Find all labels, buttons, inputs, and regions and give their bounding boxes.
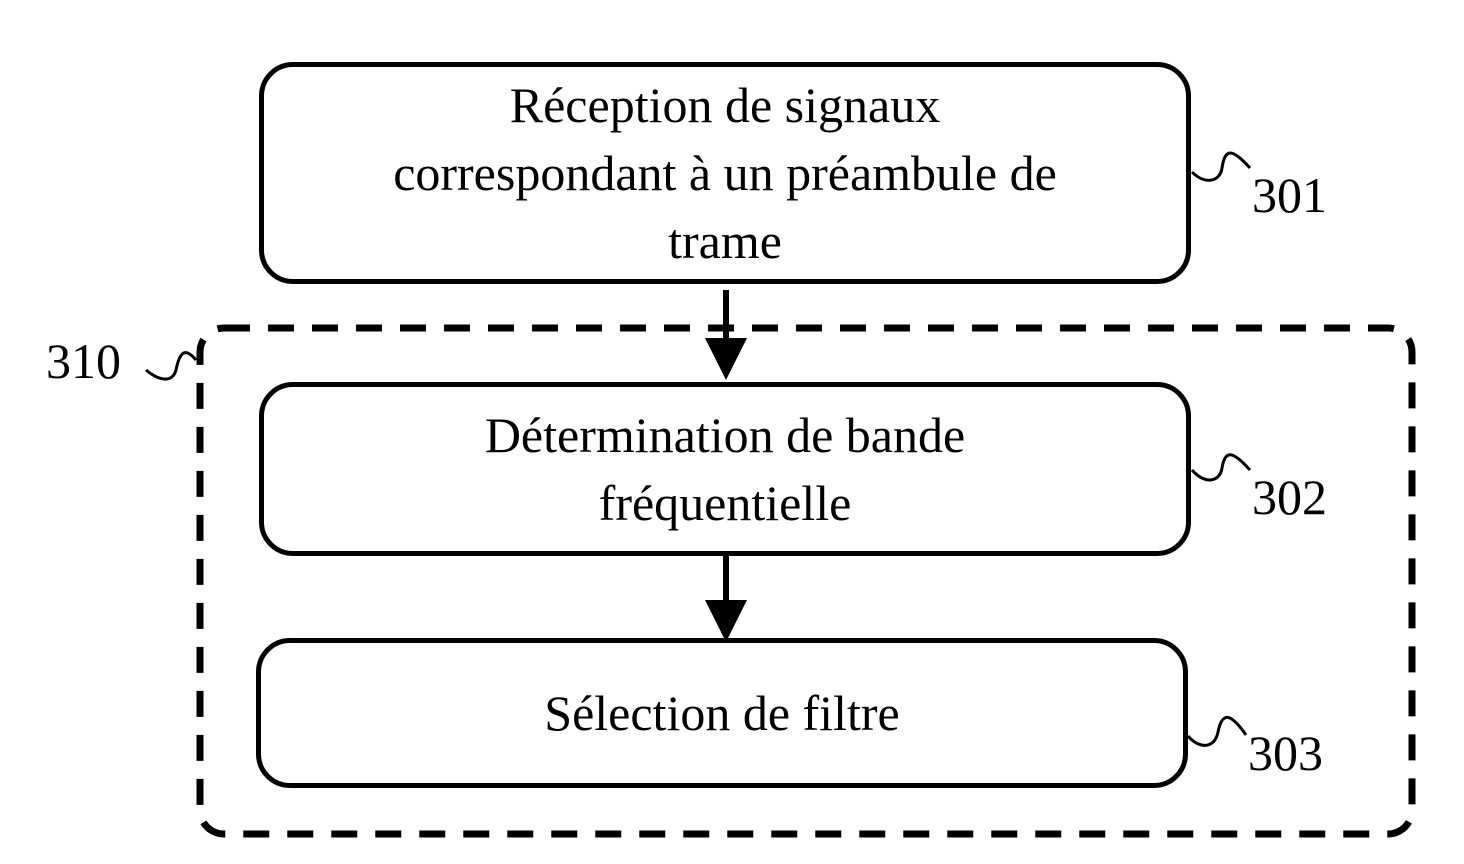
ref-302: 302 [1252,469,1327,525]
step-303-filter-selection: Sélection de filtre [256,638,1188,788]
arrow-302-to-303 [705,556,747,642]
step-303-line-1: Sélection de filtre [544,685,900,741]
leader-302-icon [1190,453,1252,482]
leader-303-icon [1186,715,1248,747]
leader-301-icon [1190,151,1252,182]
step-302-frequency-band: Détermination de bande fréquentielle [259,382,1191,556]
ref-303: 303 [1248,725,1323,781]
step-301-reception: Réception de signaux correspondant à un … [259,62,1191,284]
step-301-line-1: Réception de signaux [509,77,941,133]
arrow-301-to-302 [705,290,747,380]
leader-310-icon [145,351,198,381]
step-301-line-3: trame [668,213,782,269]
group-310-dashed-border [196,324,1416,838]
step-302-line-1: Détermination de bande [484,407,966,463]
step-302-line-2: fréquentielle [598,475,852,531]
ref-310: 310 [46,333,121,389]
ref-301: 301 [1252,167,1327,223]
step-301-line-2: correspondant à un préambule de [393,145,1057,201]
